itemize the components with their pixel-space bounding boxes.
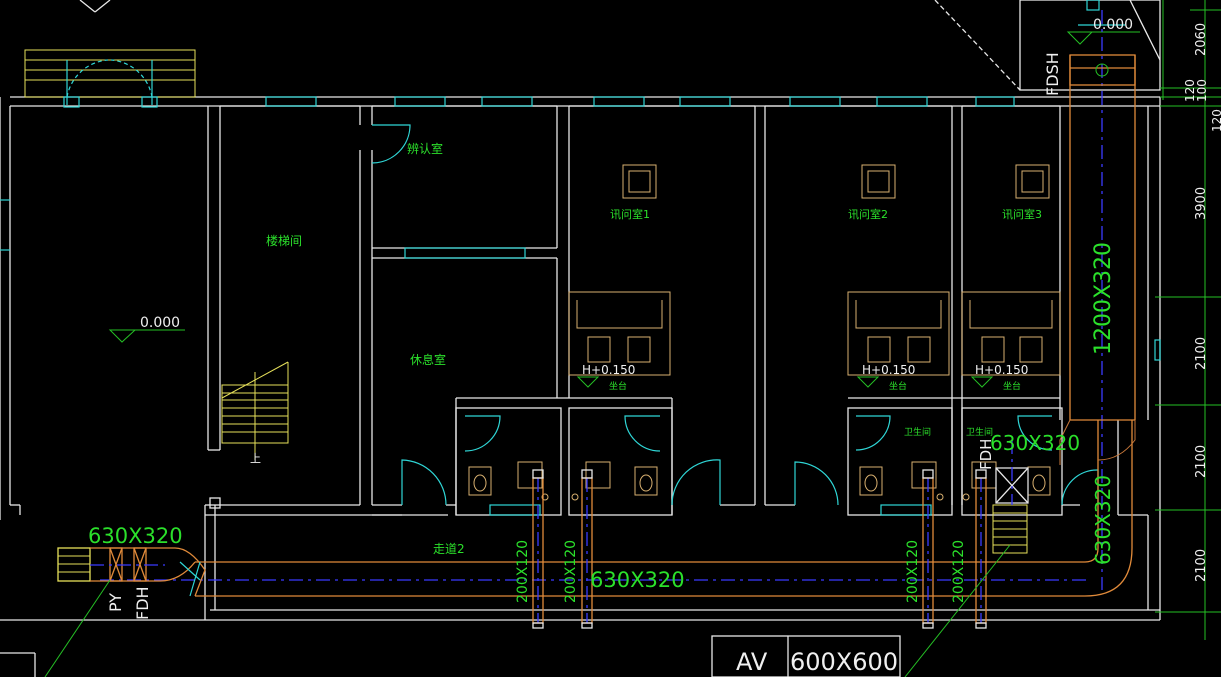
duct-system <box>57 0 1136 629</box>
level-stage-2: H+0.150 <box>862 363 915 377</box>
tag-fdh-right: FDH <box>977 439 995 470</box>
windows <box>0 96 1161 516</box>
tag-fdsh: FDSH <box>1043 52 1062 96</box>
room-label-interrogation-1: 讯问室1 <box>610 207 650 221</box>
fixtures <box>108 31 1140 501</box>
dim-120-a: 120 <box>1183 79 1197 102</box>
staircase <box>221 361 289 460</box>
level-stage-3: H+0.150 <box>975 363 1028 377</box>
dim-2100-b: 2100 <box>1194 445 1209 478</box>
room-label-lounge: 休息室 <box>410 352 446 367</box>
dim-120-b: 120 <box>1210 109 1221 132</box>
duct-size-riser-3: 200X120 <box>905 540 921 603</box>
room-label-interrogation-2: 讯问室2 <box>848 207 888 221</box>
room-label-toilet-b: 卫生间 <box>966 426 993 438</box>
tag-av-size: 600X600 <box>790 648 898 676</box>
room-label-stair-hall: 楼梯间 <box>266 233 302 248</box>
room-label-identify: 辨认室 <box>407 141 443 156</box>
duct-size-riser-1: 200X120 <box>515 540 531 603</box>
room-label-corridor: 走道2 <box>433 542 465 556</box>
dim-2100-c: 2100 <box>1194 549 1209 582</box>
duct-size-right-vertical: 1200X320 <box>1091 242 1116 355</box>
labels: 楼梯间 辨认室 休息室 讯问室1 讯问室2 讯问室3 走道2 卫生间 卫生间 上… <box>88 17 1221 676</box>
duct-size-main: 630X320 <box>590 568 685 592</box>
duct-size-right-lower-1: 630X320 <box>990 431 1080 455</box>
dim-2060: 2060 <box>1194 23 1209 56</box>
stage-label-3: 坐台 <box>1003 380 1021 392</box>
dim-2100-a: 2100 <box>1194 337 1209 370</box>
duct-size-left: 630X320 <box>88 524 183 548</box>
dim-100: 100 <box>1195 79 1209 102</box>
level-stage-1: H+0.150 <box>582 363 635 377</box>
dim-3900: 3900 <box>1194 187 1209 220</box>
doors <box>24 49 1099 506</box>
tag-fdh-left: FDH <box>133 586 152 620</box>
duct-size-right-lower-2: 630X320 <box>1091 475 1115 565</box>
stage-label-1: 坐台 <box>609 380 627 392</box>
room-label-interrogation-3: 讯问室3 <box>1002 207 1042 221</box>
level-main: 0.000 <box>140 315 180 331</box>
duct-size-riser-4: 200X120 <box>951 540 967 603</box>
stair-up-label: 上 <box>250 452 261 465</box>
room-label-toilet-a: 卫生间 <box>904 426 931 438</box>
tag-av: AV <box>736 648 768 676</box>
dimension-lines <box>44 0 1221 677</box>
duct-size-riser-2: 200X120 <box>563 540 579 603</box>
level-top: 0.000 <box>1093 17 1133 33</box>
stage-label-2: 坐台 <box>889 380 907 392</box>
tag-py: PY <box>106 593 125 612</box>
